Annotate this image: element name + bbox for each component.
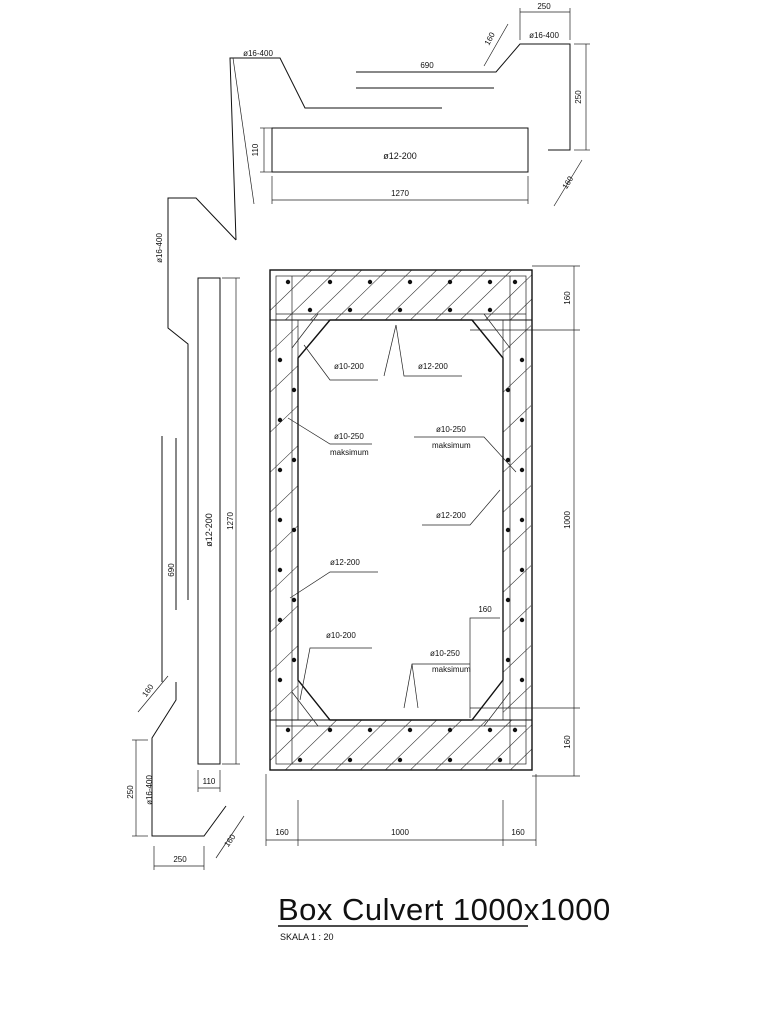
label-l5: ø12-200 <box>436 511 466 520</box>
side-hook-diag: 160 <box>140 682 155 699</box>
dim-bottom-thickness: 160 <box>563 735 572 749</box>
top-hook-label-left: ø16-400 <box>243 49 273 58</box>
top-right-hook-bar <box>356 43 571 151</box>
side-bottom-hook-bar <box>151 682 227 837</box>
top-lap-dim: 690 <box>420 61 434 70</box>
side-hook-label-top: ø16-400 <box>155 233 164 263</box>
top-bar-outline <box>271 127 529 173</box>
dim-inner-width: 1000 <box>391 828 409 837</box>
top-bar-detail: ø12-200 110 1270 ø16-400 690 ø16-400 250… <box>229 2 590 241</box>
label-l7: ø10-200 <box>326 631 356 640</box>
label-l2: ø12-200 <box>418 362 448 371</box>
dim-inner-height: 1000 <box>563 511 572 529</box>
section-outer-outline <box>269 269 533 771</box>
side-lap-dim: 690 <box>167 563 176 577</box>
side-bar-outline <box>197 277 221 765</box>
leaders <box>287 324 517 718</box>
side-bar-label: ø12-200 <box>204 513 214 547</box>
top-hook-diag: 160 <box>483 30 497 46</box>
section-inner-opening <box>297 319 504 721</box>
label-l1: ø10-200 <box>334 362 364 371</box>
culvert-section: ø10-200 ø12-200 ø10-250 maksimum ø10-250… <box>265 265 580 846</box>
top-bar-length: 1270 <box>391 189 409 198</box>
label-l8: ø10-250 <box>430 649 460 658</box>
side-hook-width: 250 <box>173 855 187 864</box>
side-top-hook-bar <box>167 197 237 600</box>
haunch-dim: 160 <box>478 605 492 614</box>
label-l8b: maksimum <box>432 665 471 674</box>
side-hook-label-bottom: ø16-400 <box>145 775 154 805</box>
side-hook-diag-lower: 160 <box>222 832 237 849</box>
dim-right-wall: 160 <box>511 828 525 837</box>
drawing-scale: SKALA 1 : 20 <box>280 932 334 942</box>
top-bar-thickness: 110 <box>251 143 260 156</box>
side-bar-detail: ø12-200 1270 110 ø16-400 690 ø16-400 160… <box>126 197 245 870</box>
dim-top-thickness: 160 <box>563 291 572 305</box>
top-bar-label: ø12-200 <box>383 151 417 161</box>
label-l3: ø10-250 <box>334 432 364 441</box>
side-hook-height: 250 <box>126 785 135 799</box>
top-hook-diag-lower: 160 <box>561 174 576 191</box>
top-hook-width: 250 <box>537 2 551 11</box>
label-l4b: maksimum <box>432 441 471 450</box>
rebar-dots <box>277 279 525 763</box>
top-left-hook-bar <box>229 57 442 241</box>
top-hook-height: 250 <box>574 90 583 104</box>
dim-left-wall: 160 <box>275 828 289 837</box>
label-l4: ø10-250 <box>436 425 466 434</box>
label-l6: ø12-200 <box>330 558 360 567</box>
reinforcement-bars <box>275 275 527 765</box>
label-l3b: maksimum <box>330 448 369 457</box>
drawing-title: Box Culvert 1000x1000 <box>278 892 611 927</box>
top-hook-label-right: ø16-400 <box>529 31 559 40</box>
side-bar-length: 1270 <box>226 512 235 530</box>
side-bar-thickness: 110 <box>203 777 216 786</box>
